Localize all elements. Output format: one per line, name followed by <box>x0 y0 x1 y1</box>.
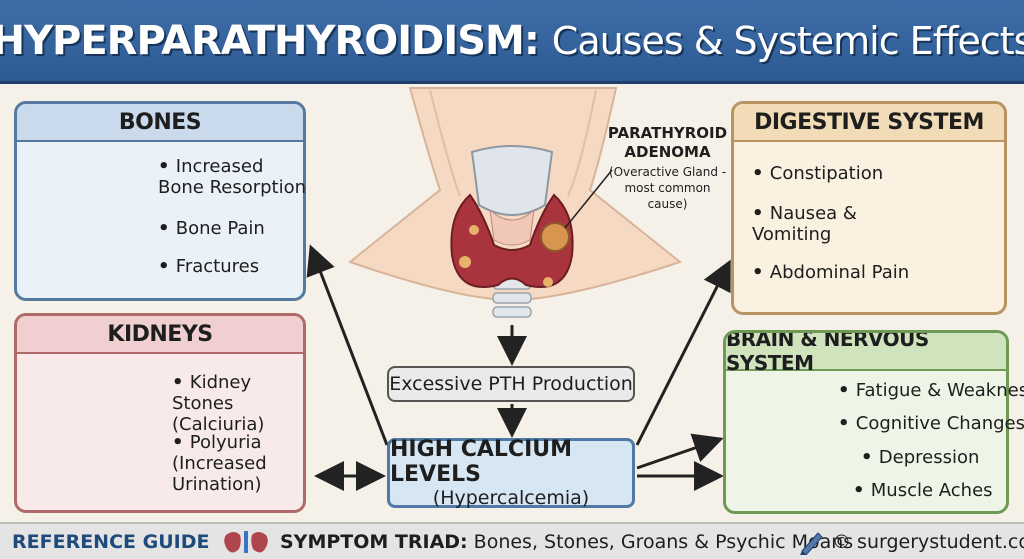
list-item: Muscle Aches <box>853 480 993 501</box>
list-item: Bone Pain <box>158 218 265 239</box>
kidney-icon <box>224 530 268 553</box>
credit-text: © surgerystudent.com <box>832 530 1024 553</box>
adenoma-title: PARATHYROID ADENOMA <box>607 124 728 161</box>
pth-label: Excessive PTH Production <box>389 373 633 395</box>
reference-guide-label: REFERENCE GUIDE <box>12 530 210 553</box>
triad-label: SYMPTOM TRIAD: <box>280 530 468 553</box>
title-bar: HYPERPARATHYROIDISM: Causes & Systemic E… <box>0 0 1024 84</box>
calcium-box: HIGH CALCIUM LEVELS (Hypercalcemia) <box>387 437 635 509</box>
list-item: Constipation <box>752 163 883 184</box>
flow-arrows <box>306 244 731 491</box>
digestive-title: DIGESTIVE SYSTEM <box>734 104 1004 142</box>
kidneys-title: KIDNEYS <box>17 316 303 354</box>
list-item: Cognitive Changes <box>838 413 1024 434</box>
title-main: HYPERPARATHYROIDISM: <box>0 17 540 64</box>
list-item: Depression <box>861 447 980 468</box>
adenoma-note: (Overactive Gland - most common cause) <box>608 165 727 211</box>
pen-icon <box>800 531 823 555</box>
list-item: Increased Bone Resorption <box>158 156 308 198</box>
credit: © surgerystudent.com <box>798 529 1024 555</box>
brain-title: BRAIN & NERVOUS SYSTEM <box>726 333 1006 375</box>
neck-thyroid-icon <box>347 87 683 318</box>
footer: REFERENCE GUIDE SYMPTOM TRIAD: Bones, St… <box>0 522 1024 559</box>
bones-title: BONES <box>17 104 303 142</box>
title-sub: Causes & Systemic Effects <box>551 18 1024 63</box>
list-item: Kidney Stones (Calciuria) <box>172 372 302 435</box>
list-item: Nausea & Vomiting <box>752 203 872 245</box>
list-item: Fractures <box>158 256 259 277</box>
calcium-main: HIGH CALCIUM LEVELS <box>390 437 573 487</box>
triad-text: Bones, Stones, Groans & Psychic Moans <box>473 530 854 553</box>
list-item: Fatigue & Weakness <box>838 380 1024 401</box>
calcium-sub: (Hypercalcemia) <box>432 487 590 509</box>
symptom-triad: SYMPTOM TRIAD: Bones, Stones, Groans & P… <box>222 529 853 555</box>
adenoma-label: PARATHYROID ADENOMA (Overactive Gland - … <box>605 124 730 212</box>
page-title: HYPERPARATHYROIDISM: Causes & Systemic E… <box>0 18 1024 64</box>
list-item: Abdominal Pain <box>752 262 909 283</box>
pth-box: Excessive PTH Production <box>387 366 635 402</box>
list-item: Polyuria (Increased Urination) <box>172 432 302 495</box>
